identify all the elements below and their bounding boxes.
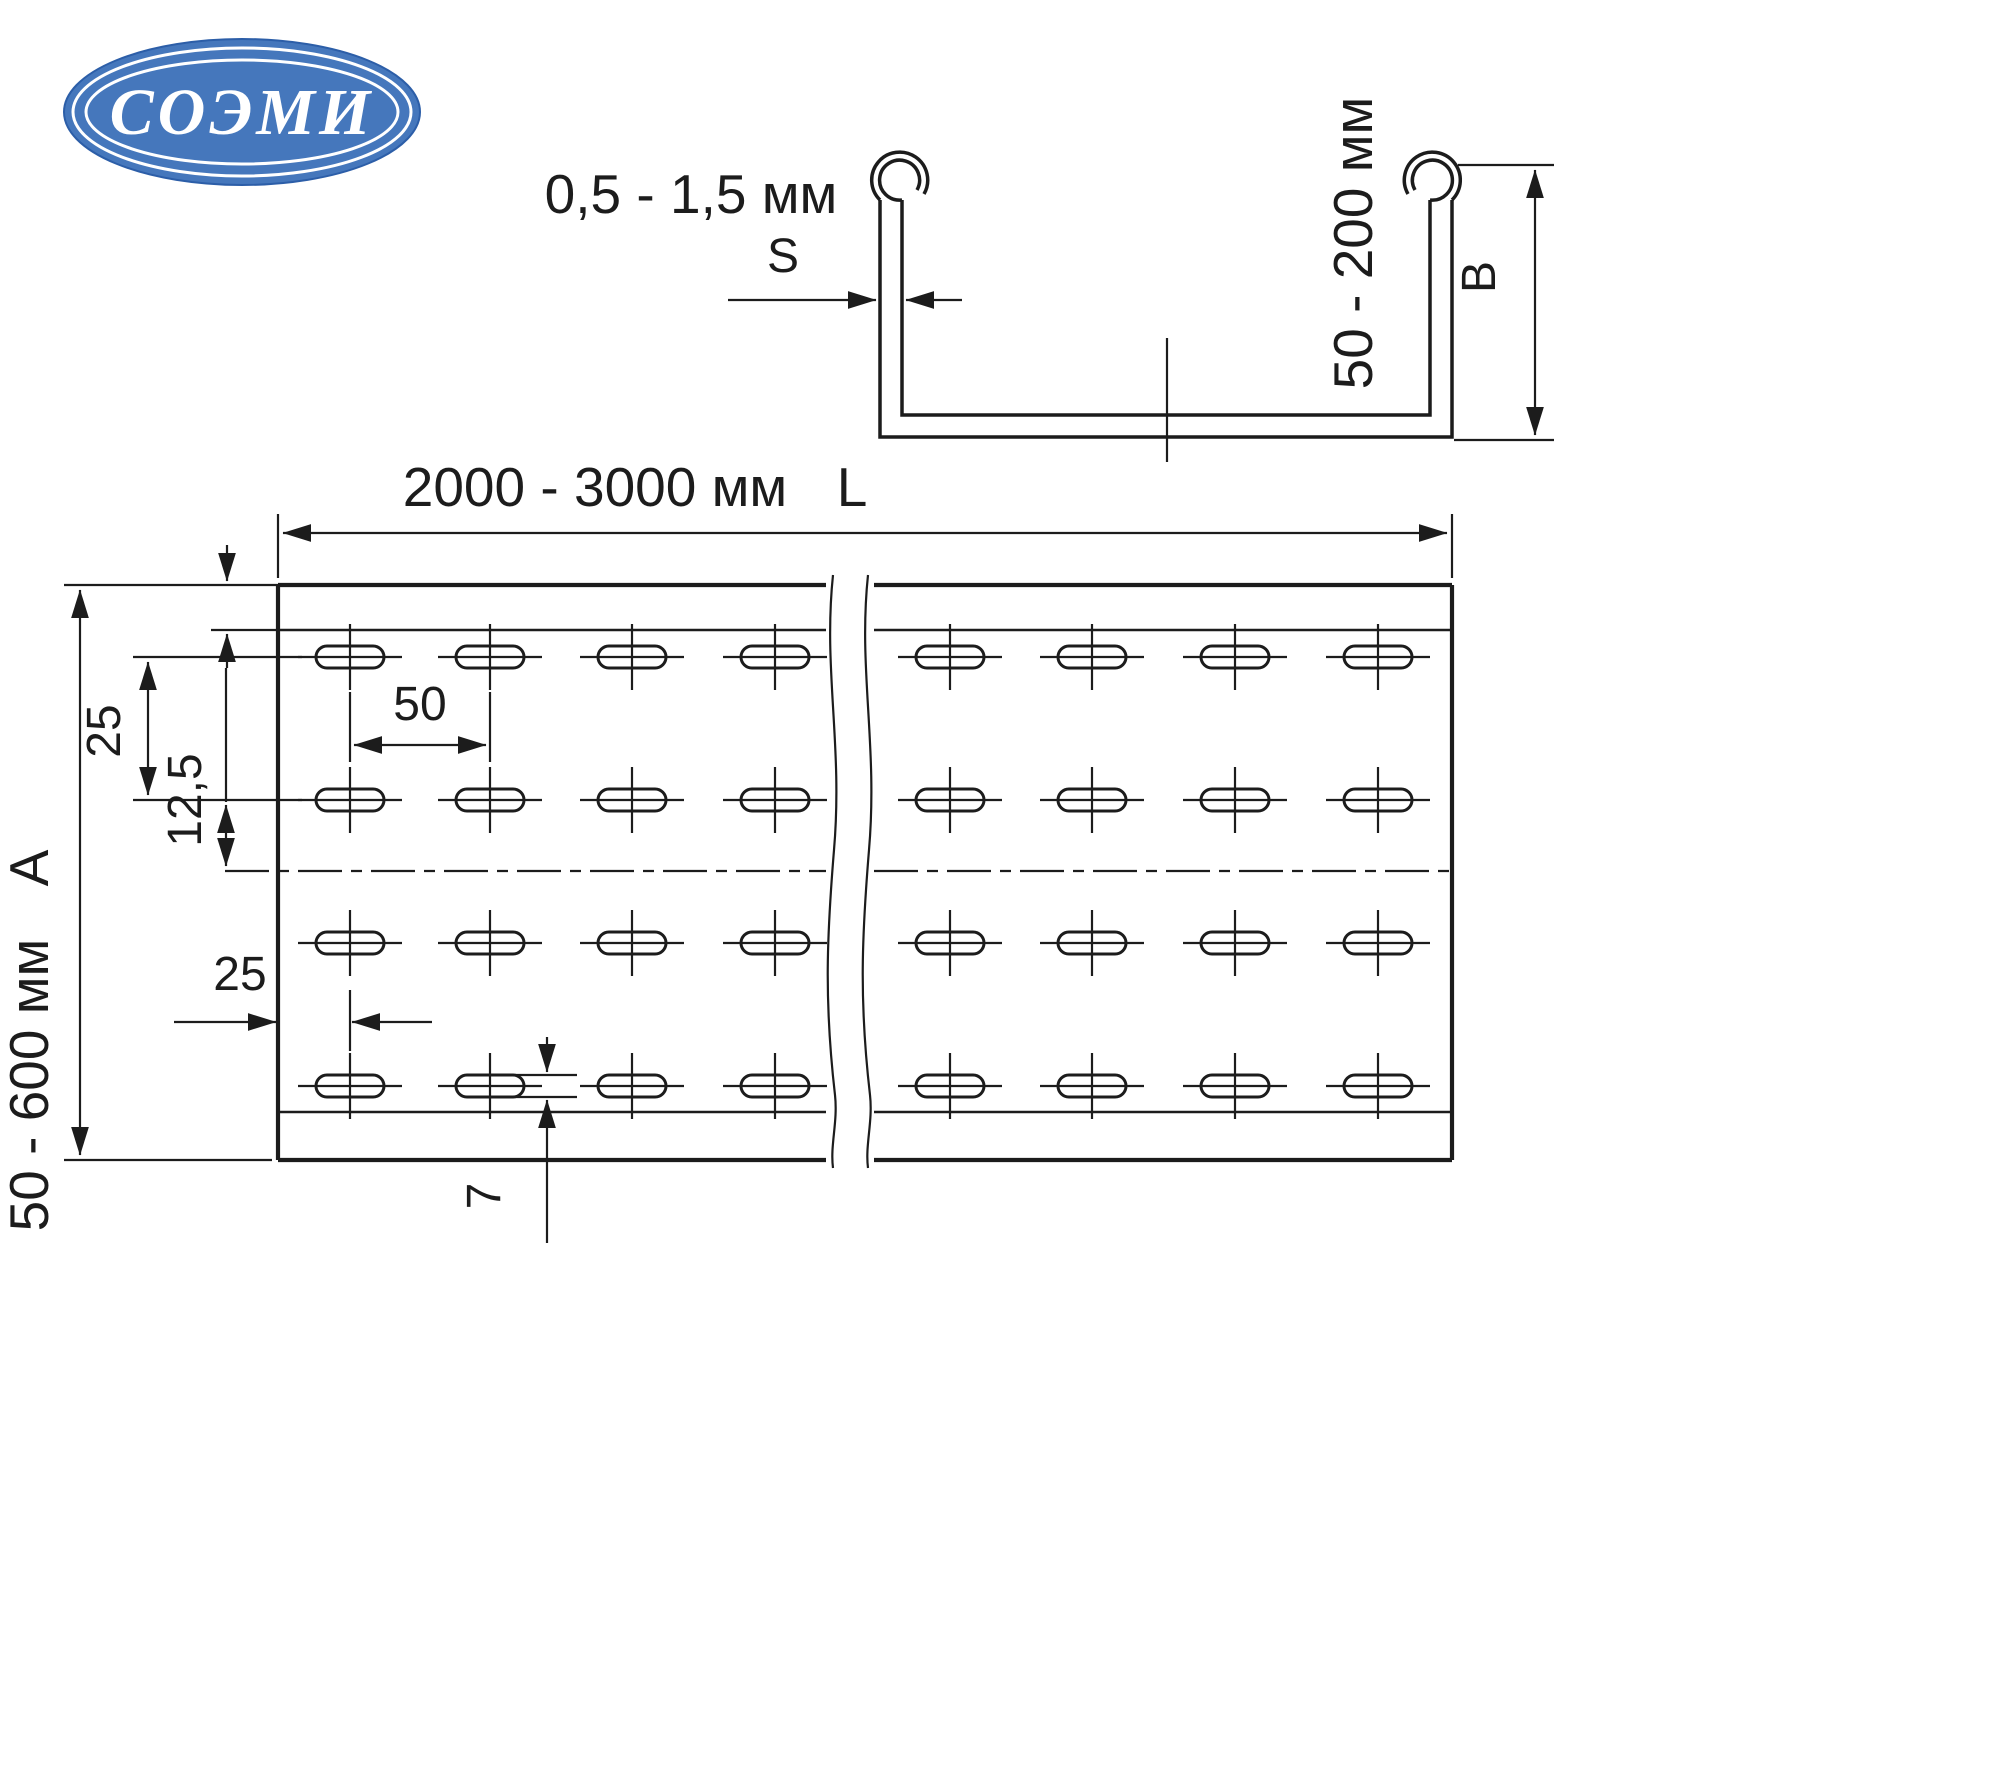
dimension-height: 50 - 200 мм B (1322, 97, 1554, 442)
slot-hole (723, 910, 827, 976)
right-hook-inner (1410, 158, 1455, 202)
slot-hole (1040, 910, 1144, 976)
left-hook-inner (877, 158, 922, 202)
slot-hole (438, 1053, 542, 1119)
slot-hole (438, 910, 542, 976)
slot-hole (723, 767, 827, 833)
width-range-label: 50 - 600 мм (0, 939, 60, 1232)
logo-ring-inner (84, 58, 400, 166)
slot-hole (1326, 624, 1430, 690)
row-pitch-label: 25 (78, 704, 131, 757)
dimension-width: 50 - 600 мм А (0, 583, 280, 1232)
height-symbol-label: B (1453, 261, 1506, 293)
plan-dimensions: 2000 - 3000 мм L 50 - 600 мм А 25 12,5 (0, 456, 1454, 1243)
slot-hole (1040, 624, 1144, 690)
slot-hole (1183, 1053, 1287, 1119)
logo: СОЭМИ (63, 38, 421, 186)
slot-hole (298, 767, 402, 833)
cross-section-view: 0,5 - 1,5 мм S 50 - 200 мм B (545, 97, 1554, 462)
slot-hole (1326, 767, 1430, 833)
height-range-label: 50 - 200 мм (1322, 97, 1384, 390)
thickness-range-label: 0,5 - 1,5 мм (545, 163, 838, 225)
slot-hole (438, 624, 542, 690)
slot-hole (580, 767, 684, 833)
dimension-edge-strip (211, 545, 280, 668)
slot-hole (723, 624, 827, 690)
slot-pitch-label: 50 (393, 678, 446, 731)
right-hook-outer (1402, 150, 1463, 202)
row-to-axis-label: 12,5 (159, 753, 212, 846)
slot-hole (1040, 1053, 1144, 1119)
slot-hole (1326, 1053, 1430, 1119)
slot-hole (580, 1053, 684, 1119)
dimension-row-to-axis: 12,5 (159, 668, 235, 867)
dimension-row-pitch: 25 (78, 655, 302, 802)
slot-hole (1183, 624, 1287, 690)
edge-to-slot-label: 25 (213, 948, 266, 1001)
slot-hole (298, 1053, 402, 1119)
slot-hole (1326, 910, 1430, 976)
dimension-slot-pitch: 50 (348, 678, 492, 762)
dimension-thickness: 0,5 - 1,5 мм S (545, 163, 962, 309)
dimension-length: 2000 - 3000 мм L (276, 456, 1454, 578)
slot-hole (298, 910, 402, 976)
width-symbol-label: А (0, 849, 60, 886)
slot-hole (298, 624, 402, 690)
break-line-left (826, 574, 838, 1169)
slot-hole (580, 910, 684, 976)
tray-outline (275, 582, 1455, 1163)
length-range-label: 2000 - 3000 мм (403, 456, 788, 518)
slot-hole (580, 624, 684, 690)
slot-hole (898, 767, 1002, 833)
plan-view (225, 574, 1458, 1169)
break-lines (826, 574, 873, 1169)
perforation-slots (298, 624, 1430, 1119)
slot-hole (1040, 767, 1144, 833)
slot-height-label: 7 (458, 1183, 511, 1210)
break-line-right (861, 574, 873, 1169)
slot-hole (1183, 767, 1287, 833)
slot-hole (898, 910, 1002, 976)
slot-hole (723, 1053, 827, 1119)
slot-hole (438, 767, 542, 833)
dimension-slot-height: 7 (458, 1037, 577, 1243)
slot-hole (898, 1053, 1002, 1119)
thickness-symbol-label: S (767, 230, 799, 283)
slot-hole (898, 624, 1002, 690)
dimension-edge-to-slot: 25 (174, 948, 432, 1051)
length-symbol-label: L (837, 456, 868, 518)
logo-wordmark: СОЭМИ (110, 76, 375, 149)
slot-hole (1183, 910, 1287, 976)
logo-ring-outer (71, 46, 413, 178)
left-hook-outer (869, 150, 930, 202)
logo-ellipse (63, 38, 421, 186)
